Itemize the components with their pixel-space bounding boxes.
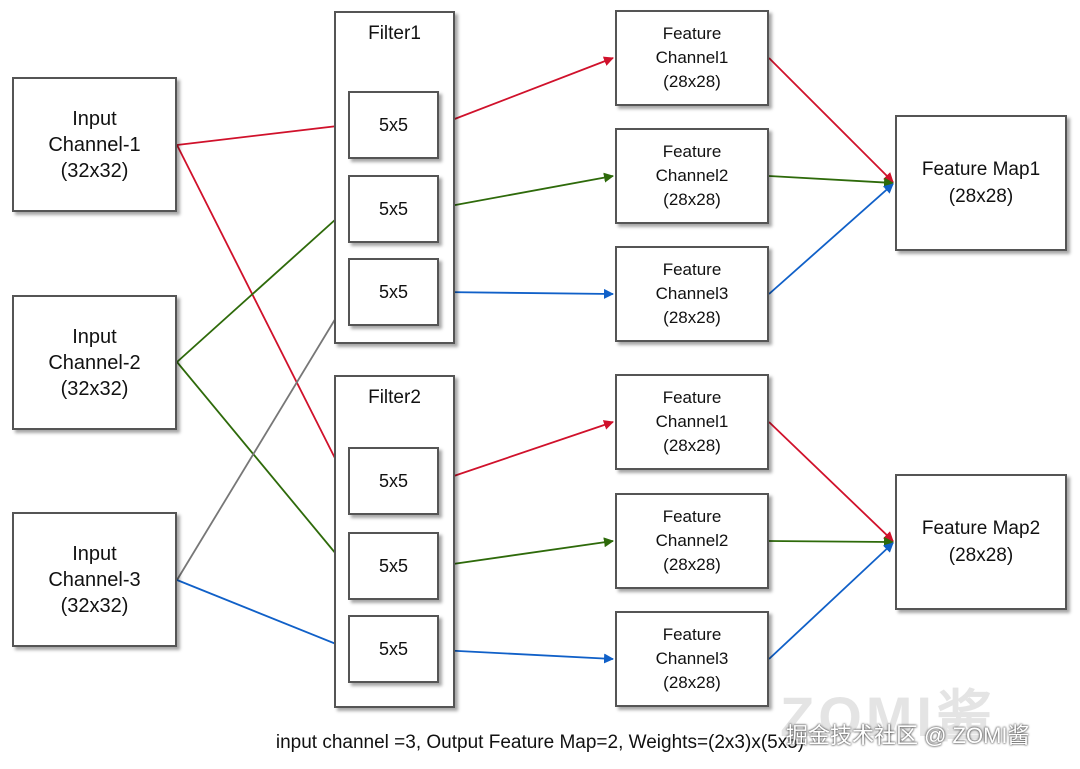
arrow-f1k3-feature3: [438, 288, 614, 299]
feature-channel-2-box: Feature Channel2 (28x28): [615, 128, 769, 224]
kernel-size-label: 5x5: [378, 198, 409, 219]
feature-label: Feature: [662, 24, 722, 43]
feature-channel-name: Channel3: [655, 284, 729, 303]
arrow-feature4-map2: [768, 421, 894, 542]
filter-2-kernel-1: 5x5: [348, 447, 439, 515]
filter-2-kernel-3: 5x5: [348, 615, 439, 683]
feature-size: (28x28): [663, 436, 721, 455]
input-channel-2-box: Input Channel-2 (32x32): [12, 295, 177, 430]
feature-label: Feature: [662, 625, 722, 644]
feature-channel-name: Channel2: [655, 166, 729, 185]
feature-channel-1-box: Feature Channel1 (28x28): [615, 10, 769, 106]
arrow-f2k1-feature4: [438, 420, 614, 482]
feature-label: Feature: [662, 142, 722, 161]
arrow-feature1-map1: [768, 57, 894, 183]
arrow-feature3-map1: [768, 183, 894, 295]
feature-channel-name: Channel1: [655, 48, 729, 67]
input-channel-1-name: Channel-1: [48, 133, 141, 156]
input-channel-2-name: Channel-2: [48, 351, 141, 374]
input-channel-2-size: (32x32): [60, 377, 129, 400]
arrow-input3-filter2-k3: [176, 579, 347, 650]
feature-label: Feature: [662, 507, 722, 526]
arrow-feature6-map2: [768, 542, 894, 660]
kernel-size-label: 5x5: [378, 281, 409, 302]
feature-map-1-title: Feature Map1: [921, 159, 1041, 180]
filter-1-kernel-1: 5x5: [348, 91, 439, 159]
feature-size: (28x28): [663, 190, 721, 209]
input-channel-2-label: Input: [72, 325, 117, 348]
feature-channel-name: Channel2: [655, 531, 729, 550]
arrow-input3-filter1-k3: [176, 292, 352, 581]
arrow-input1-filter1-k1: [176, 121, 347, 146]
arrow-input1-filter2-k1: [176, 144, 347, 481]
input-channel-3-box: Input Channel-3 (32x32): [12, 512, 177, 647]
kernel-size-label: 5x5: [378, 555, 409, 576]
input-channel-1-size: (32x32): [60, 159, 129, 182]
feature-label: Feature: [662, 260, 722, 279]
arrow-f1k2-feature2: [438, 172, 614, 209]
feature-channel-3-box: Feature Channel3 (28x28): [615, 246, 769, 342]
filter-1-kernel-3: 5x5: [348, 258, 439, 326]
arrow-feature2-map1: [768, 175, 894, 188]
arrow-input2-filter2-k2: [176, 361, 347, 567]
input-channel-3-label: Input: [72, 542, 117, 565]
kernel-size-label: 5x5: [378, 470, 409, 491]
filter-2-title: Filter2: [368, 387, 421, 408]
watermark-text: 掘金技术社区 @ ZOMI酱: [786, 723, 1030, 748]
kernel-size-label: 5x5: [378, 638, 409, 659]
watermark-logo: ZOMI酱: [780, 685, 996, 748]
input-channel-3-size: (32x32): [60, 594, 129, 617]
feature-size: (28x28): [663, 72, 721, 91]
arrow-f1k1-feature1: [438, 56, 614, 126]
feature-map-1-box: Feature Map1 (28x28): [895, 115, 1067, 251]
feature-channel-6-box: Feature Channel3 (28x28): [615, 611, 769, 707]
input-channel-3-name: Channel-3: [48, 568, 141, 591]
feature-size: (28x28): [663, 673, 721, 692]
diagram-caption: input channel =3, Output Feature Map=2, …: [275, 732, 805, 753]
arrow-f2k2-feature5: [438, 537, 614, 567]
feature-size: (28x28): [663, 308, 721, 327]
filter-2-kernel-2: 5x5: [348, 532, 439, 600]
feature-map-2-size: (28x28): [948, 545, 1014, 566]
arrow-feature5-map2: [768, 536, 894, 547]
feature-label: Feature: [662, 388, 722, 407]
feature-channel-name: Channel1: [655, 412, 729, 431]
filter-1-title: Filter1: [368, 23, 421, 44]
filter-1-kernel-2: 5x5: [348, 175, 439, 243]
input-channel-1-label: Input: [72, 107, 117, 130]
feature-size: (28x28): [663, 555, 721, 574]
arrow-f2k3-feature6: [438, 649, 614, 664]
input-channel-1-box: Input Channel-1 (32x32): [12, 77, 177, 212]
feature-map-2-title: Feature Map2: [921, 518, 1041, 539]
feature-map-1-size: (28x28): [948, 186, 1014, 207]
kernel-size-label: 5x5: [378, 114, 409, 135]
feature-channel-name: Channel3: [655, 649, 729, 668]
arrow-input2-filter1-k2: [176, 209, 347, 363]
feature-channel-5-box: Feature Channel2 (28x28): [615, 493, 769, 589]
feature-channel-4-box: Feature Channel1 (28x28): [615, 374, 769, 470]
feature-map-2-box: Feature Map2 (28x28): [895, 474, 1067, 610]
